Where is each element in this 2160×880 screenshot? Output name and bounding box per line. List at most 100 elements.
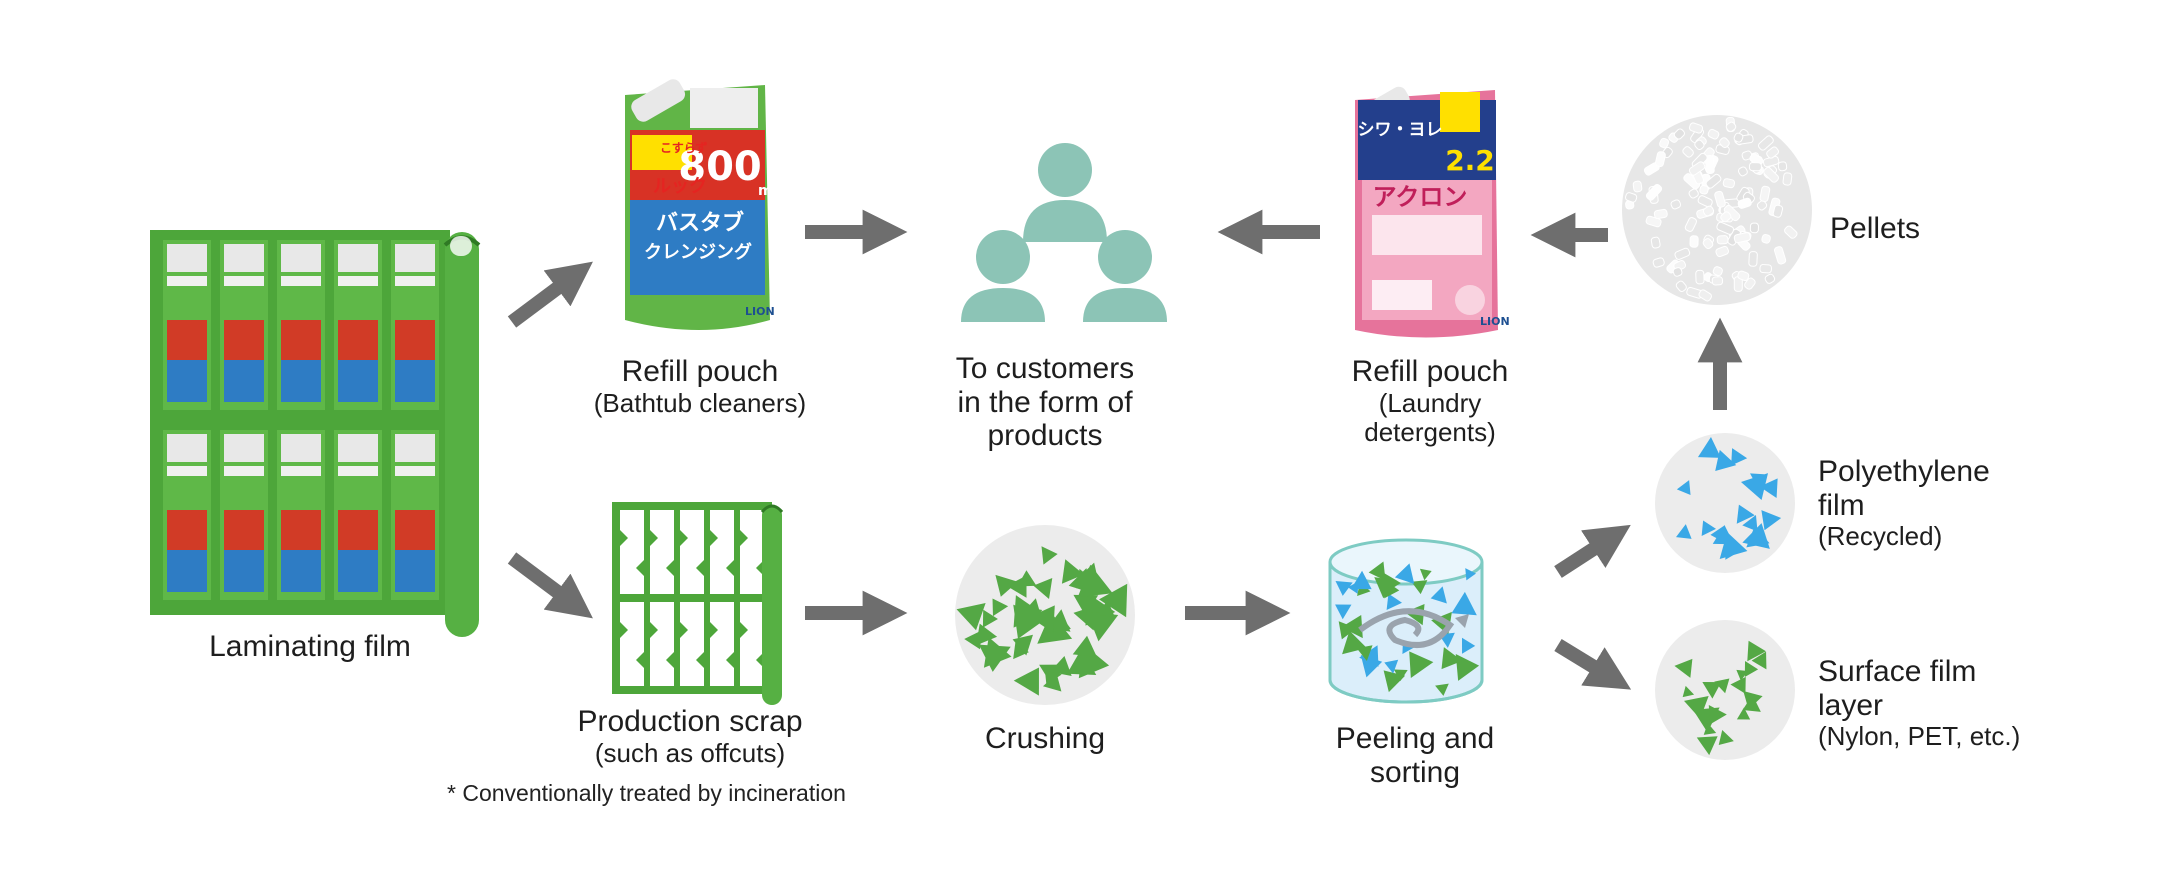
tank-fragment — [1409, 651, 1434, 678]
pellet — [1674, 247, 1691, 260]
scrap-cell — [680, 602, 704, 686]
refill-laundry-label: Refill pouch (Laundry detergents) — [1290, 355, 1570, 447]
laundry-pouch-capacity: 2.2 — [1445, 144, 1495, 177]
pellets-label: Pellets — [1830, 212, 2050, 246]
bath-pouch-name1: バスタブ — [656, 210, 744, 236]
pellet — [1763, 167, 1779, 183]
laundry-pouch-image: シワ・ヨレ 2.2 アクロン LION — [1355, 86, 1510, 338]
scrap-cell — [650, 510, 674, 594]
fragment — [1676, 480, 1691, 495]
bath-pouch-top: こすらず — [660, 140, 708, 155]
pellet — [1759, 185, 1771, 203]
polyethylene-label: Polyethylene film (Recycled) — [1818, 455, 2098, 551]
scrap-cell — [740, 602, 764, 686]
laundry-pouch-top: シワ・ヨレ — [1358, 120, 1443, 140]
bath-pouch-brand: ルック — [653, 176, 707, 197]
fragment — [1701, 520, 1717, 536]
fragment — [992, 598, 1009, 617]
fragment — [1013, 667, 1039, 696]
pellet — [1704, 155, 1715, 174]
surface-label: Surface film layer (Nylon, PET, etc.) — [1818, 655, 2118, 751]
scrap-cell — [740, 510, 764, 594]
scrap-subtitle: (such as offcuts) — [594, 737, 786, 768]
production-scrap-image — [612, 502, 784, 705]
refill-laundry-title: Refill pouch — [1351, 355, 1509, 388]
tank-fragment — [1384, 659, 1399, 674]
tank-fragment — [1368, 561, 1386, 581]
customers-line1: To customers — [955, 352, 1135, 385]
pellet — [1711, 276, 1724, 286]
scrap-cell — [710, 510, 734, 594]
pellet — [1688, 188, 1699, 199]
tank-fragment — [1435, 683, 1449, 696]
pellet — [1715, 245, 1729, 258]
scrap-cell — [620, 602, 644, 686]
pellet — [1764, 273, 1776, 284]
pellet — [1737, 166, 1748, 177]
refill-bath-title: Refill pouch — [621, 355, 779, 388]
pellet — [1624, 192, 1638, 203]
surface-line1: Surface film — [1818, 655, 1977, 688]
fragment — [1043, 673, 1062, 692]
pellet — [1702, 238, 1714, 250]
scrap-cell — [620, 510, 644, 594]
fragment — [1715, 449, 1737, 471]
polyethylene-image — [1655, 433, 1795, 573]
surface-film-image — [1655, 620, 1795, 760]
fragment — [1736, 504, 1755, 524]
fragment — [1041, 546, 1058, 565]
pellet — [1756, 200, 1768, 211]
fragment — [1099, 583, 1128, 618]
pellet — [1722, 178, 1736, 189]
fragment — [1684, 695, 1709, 719]
pellet — [1670, 199, 1682, 210]
pellet — [1654, 151, 1666, 167]
pellet — [1719, 137, 1730, 149]
pellet — [1659, 137, 1670, 149]
scrap-cell — [650, 602, 674, 686]
tank-fragment — [1383, 670, 1406, 693]
refill-bath-label: Refill pouch (Bathtub cleaners) — [560, 355, 840, 418]
peeling-sorting-tank — [1328, 538, 1484, 704]
fragment — [1743, 690, 1763, 710]
people-icon — [961, 143, 1167, 322]
bathtub-pouch-image: 800 ml ルック バスタブ クレンジング こすらず LION — [625, 79, 777, 330]
fragment — [1086, 611, 1119, 642]
crushing-image — [955, 525, 1135, 705]
laminating-film-title: Laminating film — [209, 630, 411, 663]
peeling-label: Peeling and sorting — [1290, 722, 1540, 789]
pellet — [1716, 235, 1729, 245]
bath-pouch-capacity: 800 — [678, 144, 762, 190]
fragment — [1703, 723, 1717, 735]
fragment — [976, 623, 998, 646]
pellet — [1737, 270, 1750, 282]
fragment — [1714, 678, 1730, 694]
fragment — [1682, 685, 1695, 698]
fragment — [978, 644, 1011, 672]
pellet — [1645, 183, 1663, 201]
pellet — [1748, 251, 1758, 267]
fragment — [1730, 676, 1746, 694]
fragment — [1096, 600, 1115, 618]
pellet — [1782, 172, 1793, 186]
fragment — [1049, 655, 1072, 677]
tank-fragment — [1419, 568, 1432, 581]
laminating-film-image — [150, 230, 481, 637]
pellet — [1773, 246, 1787, 265]
pellet — [1695, 269, 1705, 285]
bath-pouch-maker: LION — [745, 305, 775, 318]
pellet — [1725, 121, 1737, 132]
pellet — [1694, 139, 1705, 150]
pellet — [1673, 128, 1685, 140]
customers-label: To customers in the form of products — [900, 352, 1190, 453]
tank-fragment — [1451, 591, 1477, 616]
polyethylene-subtitle: (Recycled) — [1818, 521, 1943, 552]
pellets-title: Pellets — [1830, 212, 1921, 245]
fragment — [1761, 510, 1782, 531]
pellet — [1688, 122, 1704, 134]
fragment — [1719, 532, 1748, 560]
fragment — [956, 603, 986, 631]
tank-fragment — [1465, 568, 1477, 581]
polyethylene-line1: Polyethylene — [1818, 455, 1990, 488]
